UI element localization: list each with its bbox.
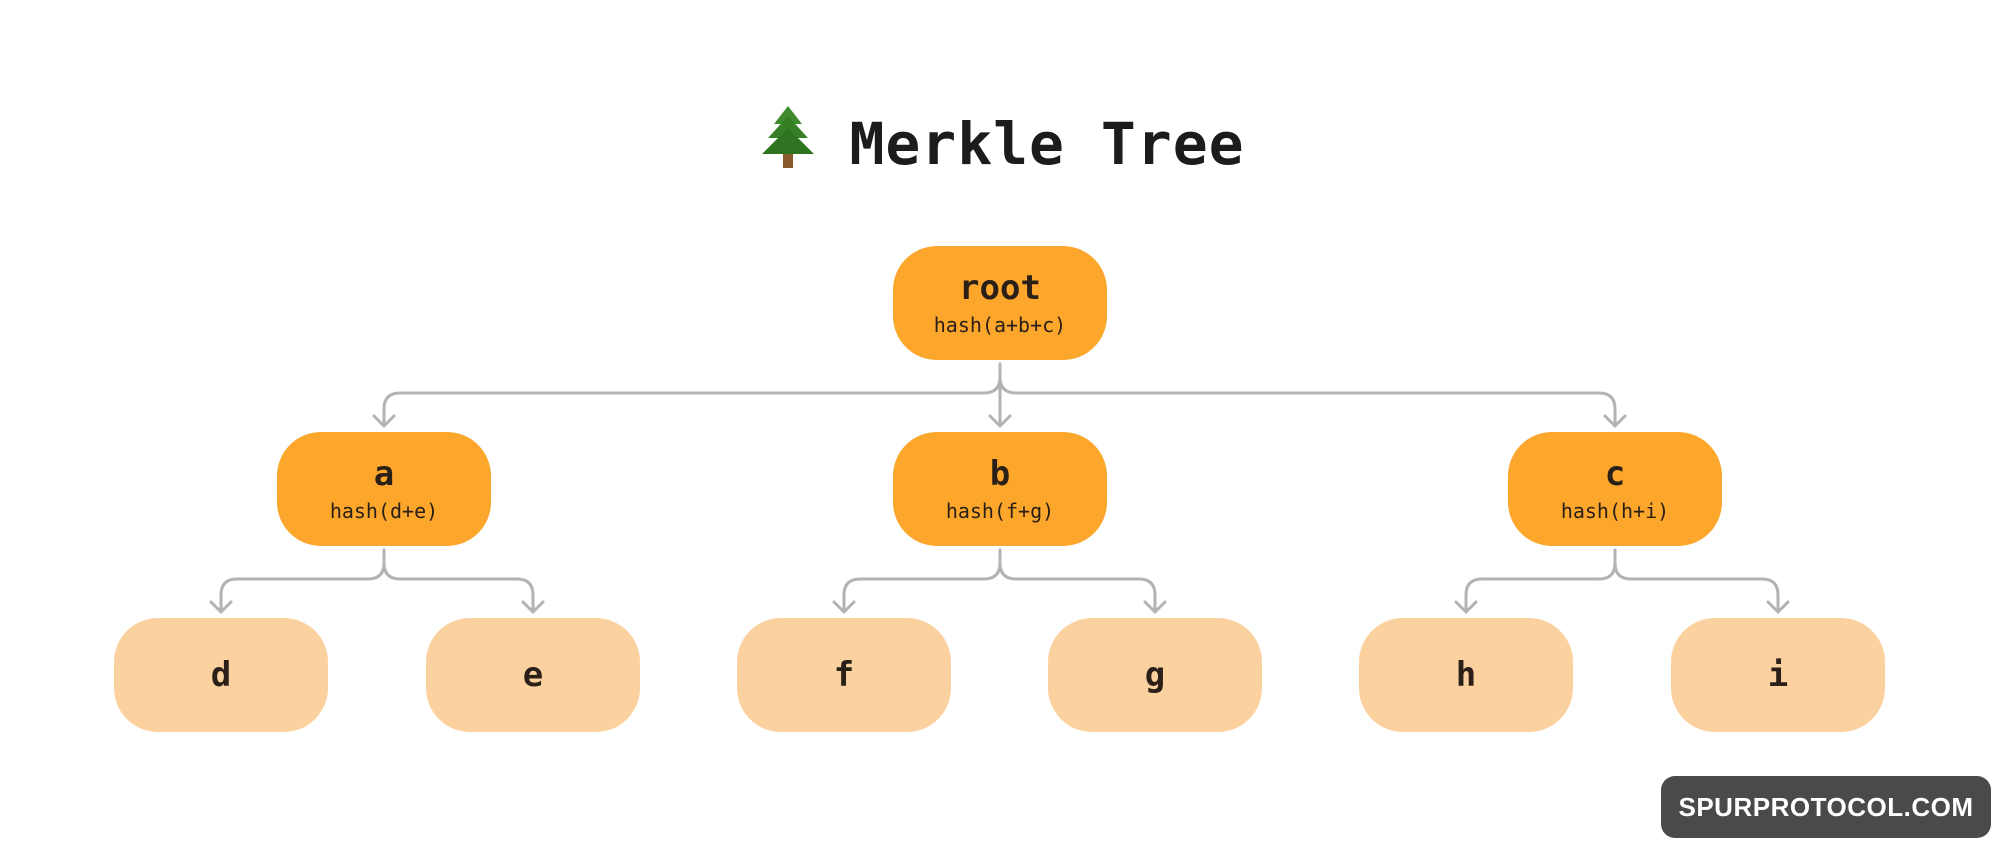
node-c: c hash(h+i) [1508,432,1722,546]
arrowhead-root-a [372,414,396,428]
edge-b-f [842,548,1002,614]
node-label: i [1767,655,1789,695]
node-hash: hash(a+b+c) [933,313,1067,337]
node-label: root [959,268,1041,308]
node-label: g [1144,655,1166,695]
node-label: d [210,655,232,695]
node-a: a hash(d+e) [277,432,491,546]
arrowhead-c-h [1454,600,1478,614]
edge-b-g [998,548,1157,614]
node-hash: hash(d+e) [329,499,439,523]
arrowhead-c-i [1766,600,1790,614]
node-label: f [833,655,855,695]
arrowhead-b-g [1143,600,1167,614]
node-e: e [426,618,640,732]
node-f: f [737,618,951,732]
arrowhead-a-d [209,600,233,614]
node-b: b hash(f+g) [893,432,1107,546]
node-label: e [522,655,544,695]
diagram-title-text: Merkle Tree [849,110,1245,178]
node-hash: hash(f+g) [945,499,1055,523]
node-root: root hash(a+b+c) [893,246,1107,360]
node-label: h [1455,655,1477,695]
watermark-badge: SPURPROTOCOL.COM [1661,776,1991,838]
edge-c-h [1464,548,1617,614]
node-label: b [989,454,1011,494]
node-g: g [1048,618,1262,732]
node-d: d [114,618,328,732]
node-i: i [1671,618,1885,732]
evergreen-tree-icon [755,104,821,184]
node-label: c [1604,454,1626,494]
node-label: a [373,454,395,494]
edge-a-e [382,548,535,614]
edge-a-d [219,548,386,614]
edge-c-i [1613,548,1780,614]
arrowhead-root-c [1603,414,1627,428]
arrowhead-b-f [832,600,856,614]
diagram-title: Merkle Tree [0,104,2000,184]
node-h: h [1359,618,1573,732]
edge-root-a [382,362,1002,428]
node-hash: hash(h+i) [1560,499,1670,523]
edge-root-c [998,362,1617,428]
arrowhead-root-b [988,414,1012,428]
arrowhead-a-e [521,600,545,614]
